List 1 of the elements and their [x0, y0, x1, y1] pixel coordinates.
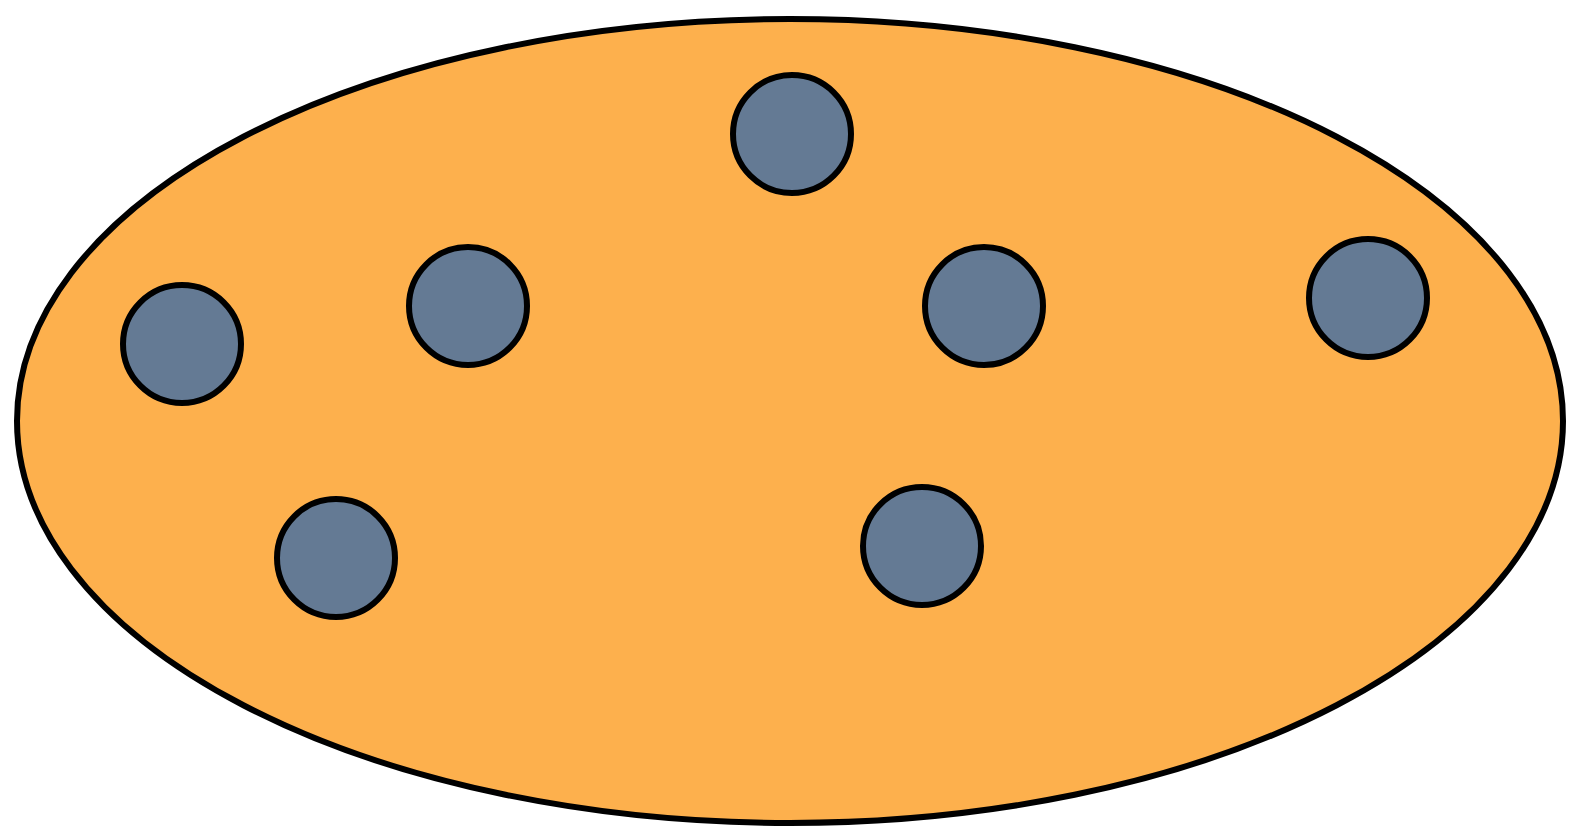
- ellipse-shape: [14, 16, 1566, 826]
